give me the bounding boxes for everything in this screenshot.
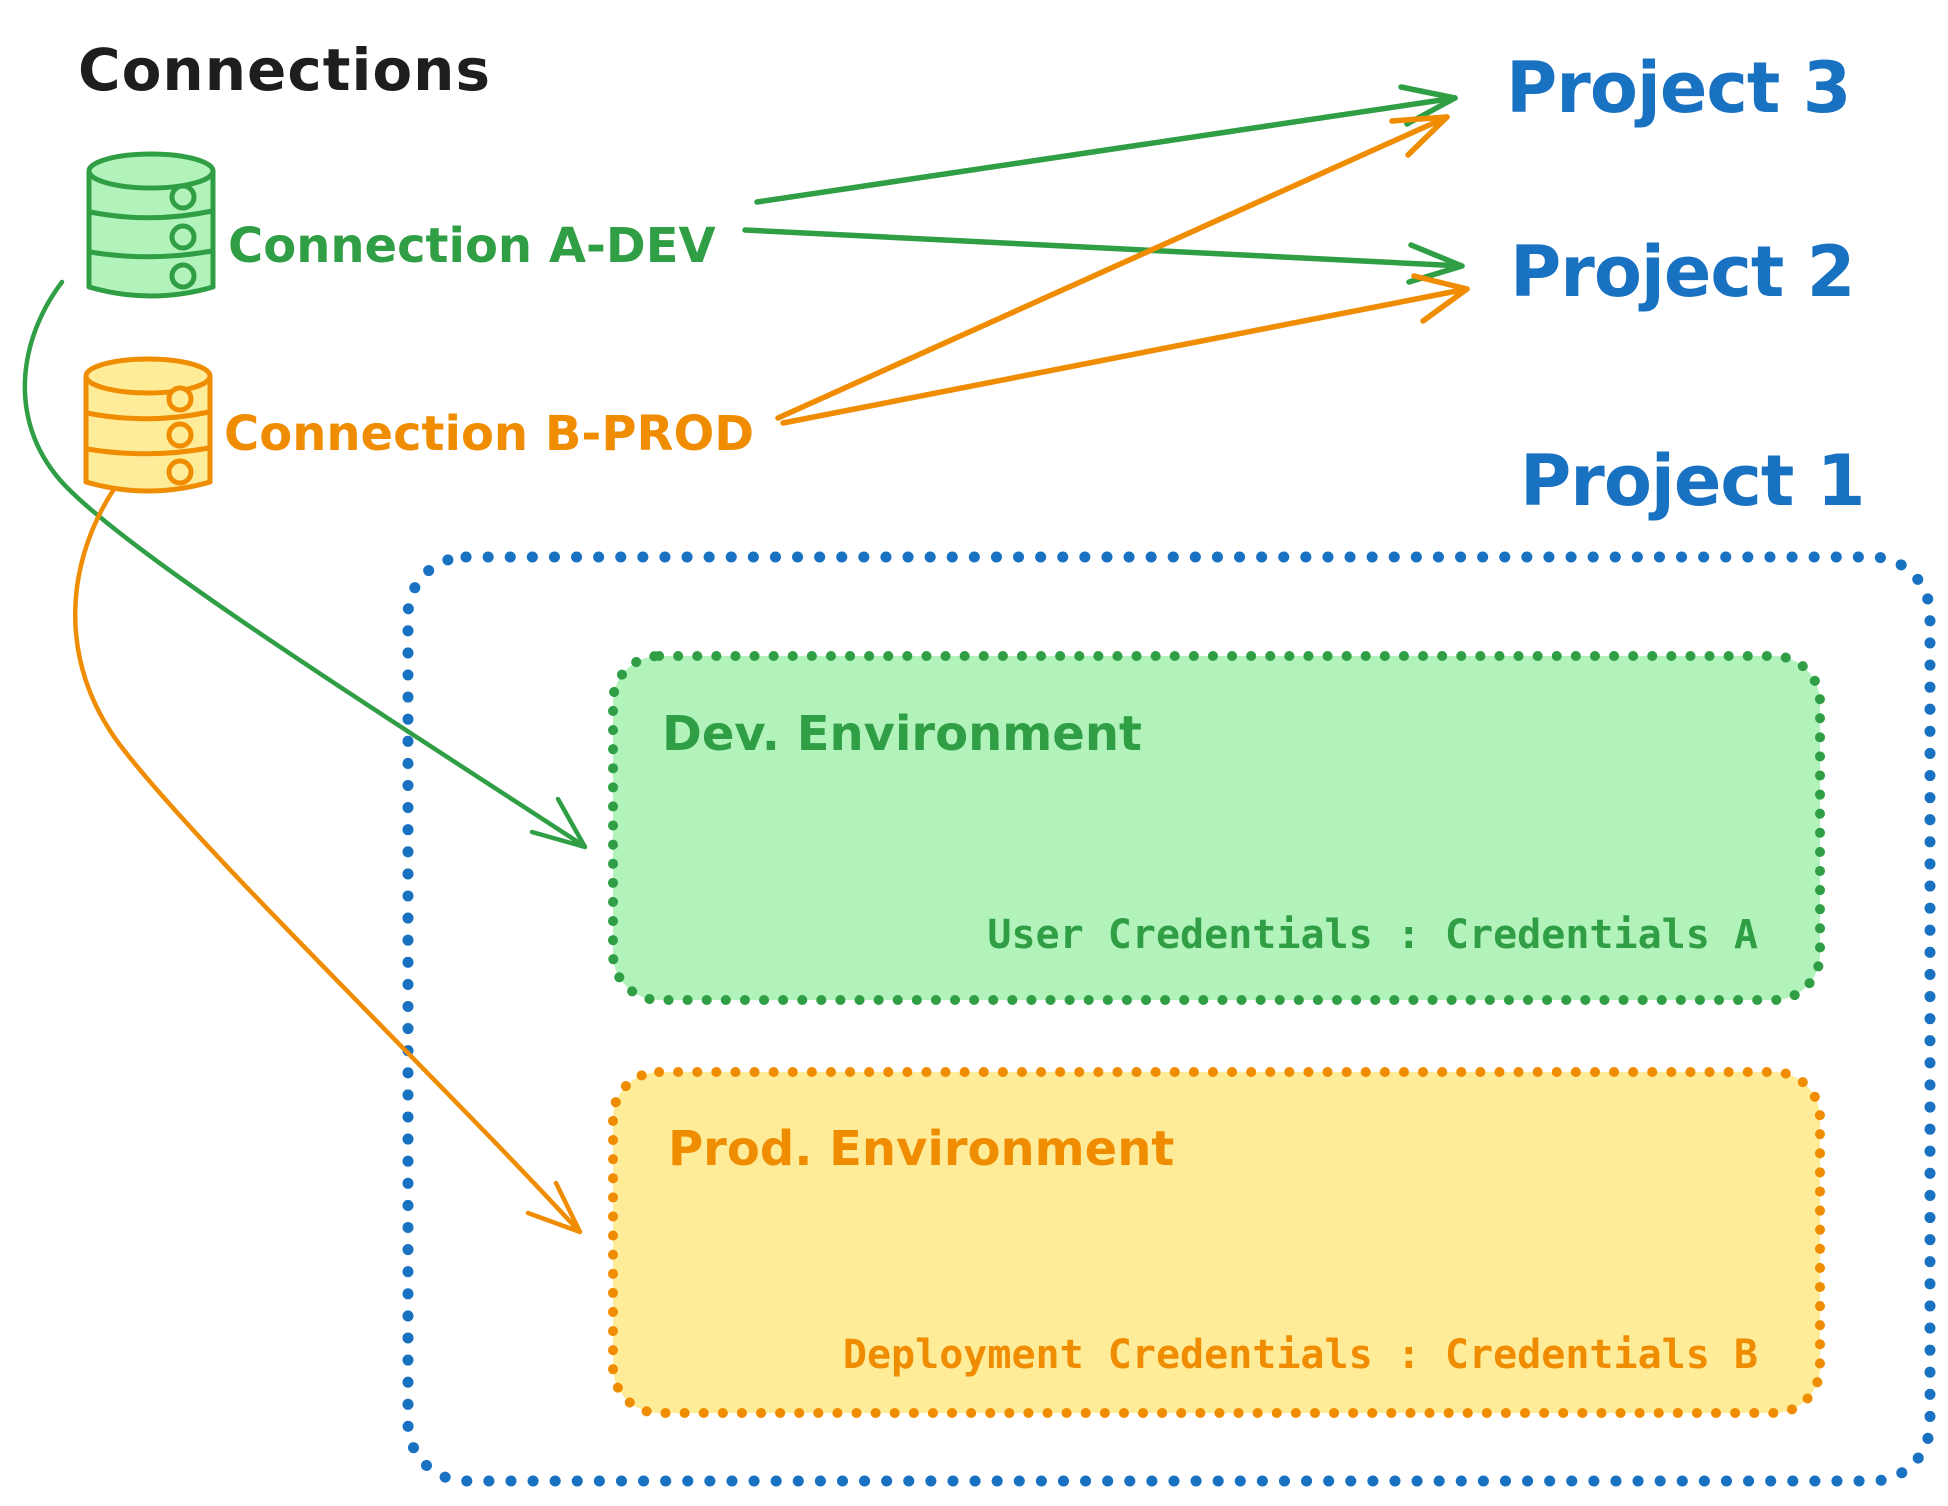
- connection-a-dev-label: Connection A-DEV: [228, 218, 716, 274]
- project-2-label: Project 2: [1510, 231, 1854, 313]
- prod-environment-title: Prod. Environment: [668, 1121, 1174, 1177]
- dev-environment-title: Dev. Environment: [662, 706, 1142, 762]
- database-icon-a-dev: [86, 151, 216, 299]
- connection-b-prod: Connection B-PROD: [83, 356, 754, 494]
- project-3-label: Project 3: [1506, 47, 1850, 129]
- connection-a-dev: Connection A-DEV: [86, 151, 716, 299]
- prod-environment-rect: [608, 1067, 1825, 1418]
- prod-environment-box: Prod. Environment Deployment Credentials…: [608, 1067, 1825, 1418]
- dev-environment-credentials: User Credentials : Credentials A: [987, 912, 1758, 958]
- project-1-container: [402, 551, 1936, 1487]
- diagram-title: Connections: [78, 36, 491, 104]
- arrow-a-dev-to-project-3: [754, 84, 1458, 205]
- arrow-b-prod-to-project-2: [780, 273, 1470, 426]
- arrow-b-prod-to-project-3: [775, 114, 1450, 421]
- dev-environment-rect: [608, 651, 1825, 1005]
- prod-environment-credentials: Deployment Credentials : Credentials B: [843, 1332, 1758, 1378]
- database-icon-b-prod: [83, 356, 213, 494]
- connection-b-prod-label: Connection B-PROD: [224, 406, 754, 462]
- project-1-label: Project 1: [1520, 440, 1864, 522]
- dev-environment-box: Dev. Environment User Credentials : Cred…: [608, 651, 1825, 1005]
- arrow-b-prod-to-prod-environment: [73, 483, 583, 1235]
